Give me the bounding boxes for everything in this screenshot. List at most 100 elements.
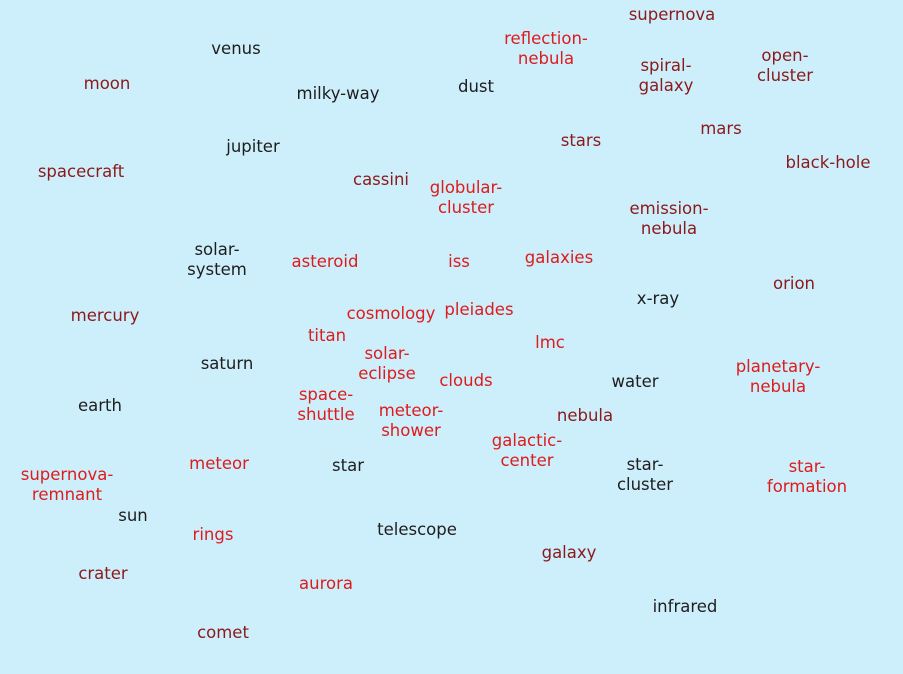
word-line: mercury: [70, 306, 140, 325]
word-nebula: nebula: [557, 406, 613, 426]
word-mercury: mercury: [71, 306, 140, 326]
word-reflection-nebula: reflection-nebula: [504, 29, 588, 69]
word-line: comet: [197, 623, 249, 642]
word-line: formation: [766, 477, 848, 496]
word-emission-nebula: emission-nebula: [629, 199, 708, 239]
word-line: jupiter: [226, 137, 280, 156]
word-line: rings: [192, 525, 234, 544]
word-space-shuttle: space-shuttle: [297, 385, 354, 425]
word-aurora: aurora: [299, 574, 353, 594]
word-cassini: cassini: [353, 170, 409, 190]
word-line: milky-way: [296, 84, 380, 103]
word-line: nebula: [749, 377, 807, 396]
word-galaxy: galaxy: [542, 543, 597, 563]
word-line: remnant: [31, 485, 103, 504]
word-line: reflection-: [504, 29, 588, 48]
word-line: meteor-: [378, 401, 444, 420]
word-line: galactic-: [491, 431, 563, 450]
word-stars: stars: [561, 131, 602, 151]
word-line: star-: [626, 455, 664, 474]
word-line: cluster: [616, 475, 674, 494]
word-line: lmc: [535, 333, 565, 352]
word-orion: orion: [773, 274, 815, 294]
word-moon: moon: [84, 74, 131, 94]
word-milky-way: milky-way: [296, 84, 379, 104]
word-x-ray: x-ray: [637, 289, 679, 309]
word-meteor-shower: meteor-shower: [379, 401, 444, 441]
word-line: aurora: [299, 574, 353, 593]
word-earth: earth: [78, 396, 122, 416]
word-line: supernova-: [20, 465, 114, 484]
word-line: nebula: [640, 219, 698, 238]
word-line: planetary-: [735, 357, 821, 376]
word-saturn: saturn: [201, 354, 254, 374]
word-galaxies: galaxies: [525, 248, 593, 268]
word-line: cluster: [756, 66, 814, 85]
word-solar-eclipse: solar-eclipse: [358, 344, 416, 384]
word-lmc: lmc: [535, 333, 565, 353]
word-iss: iss: [448, 252, 470, 272]
word-line: stars: [560, 131, 602, 150]
word-star: star: [332, 456, 364, 476]
word-line: star-: [788, 457, 826, 476]
word-line: water: [611, 372, 659, 391]
word-line: asteroid: [291, 252, 359, 271]
word-line: moon: [83, 74, 131, 93]
word-spacecraft: spacecraft: [38, 162, 124, 182]
word-line: clouds: [439, 371, 493, 390]
word-line: center: [500, 451, 554, 470]
word-line: pleiades: [444, 300, 514, 319]
word-line: cluster: [437, 198, 495, 217]
word-line: solar-: [194, 240, 240, 259]
word-line: mars: [700, 119, 742, 138]
word-star-formation: star-formation: [767, 457, 847, 497]
word-black-hole: black-hole: [785, 153, 870, 173]
word-venus: venus: [211, 39, 260, 59]
word-line: cosmology: [346, 304, 436, 323]
word-dust: dust: [458, 77, 494, 97]
word-line: venus: [211, 39, 261, 58]
word-line: orion: [772, 274, 816, 293]
word-line: nebula: [517, 49, 575, 68]
word-line: solar-: [364, 344, 410, 363]
word-line: dust: [458, 77, 494, 96]
word-cosmology: cosmology: [347, 304, 436, 324]
word-line: iss: [448, 252, 470, 271]
word-asteroid: asteroid: [292, 252, 359, 272]
word-jupiter: jupiter: [226, 137, 280, 157]
word-line: sun: [118, 506, 148, 525]
word-solar-system: solar-system: [187, 240, 247, 280]
word-sun: sun: [118, 506, 148, 526]
word-line: saturn: [200, 354, 254, 373]
word-line: galaxy: [638, 76, 694, 95]
word-supernova: supernova: [629, 5, 716, 25]
word-open-cluster: open-cluster: [757, 46, 813, 86]
word-line: telescope: [377, 520, 457, 539]
word-spiral-galaxy: spiral-galaxy: [639, 56, 694, 96]
word-line: galaxy: [541, 543, 597, 562]
word-line: earth: [78, 396, 122, 415]
word-line: globular-: [429, 178, 503, 197]
word-supernova-remnant: supernova-remnant: [21, 465, 114, 505]
word-infrared: infrared: [653, 597, 718, 617]
word-titan: titan: [308, 326, 346, 346]
word-line: system: [187, 260, 247, 279]
word-line: open-: [761, 46, 809, 65]
word-line: crater: [78, 564, 128, 583]
word-mars: mars: [700, 119, 742, 139]
word-line: spiral-: [640, 56, 692, 75]
word-line: nebula: [556, 406, 614, 425]
word-meteor: meteor: [189, 454, 249, 474]
word-line: eclipse: [358, 364, 416, 383]
word-line: shower: [381, 421, 441, 440]
word-line: galaxies: [524, 248, 594, 267]
word-line: titan: [307, 326, 347, 345]
word-comet: comet: [197, 623, 249, 643]
word-line: black-hole: [785, 153, 871, 172]
word-line: spacecraft: [37, 162, 125, 181]
word-pleiades: pleiades: [444, 300, 513, 320]
word-crater: crater: [78, 564, 127, 584]
word-line: star: [332, 456, 364, 475]
word-globular-cluster: globular-cluster: [430, 178, 502, 218]
